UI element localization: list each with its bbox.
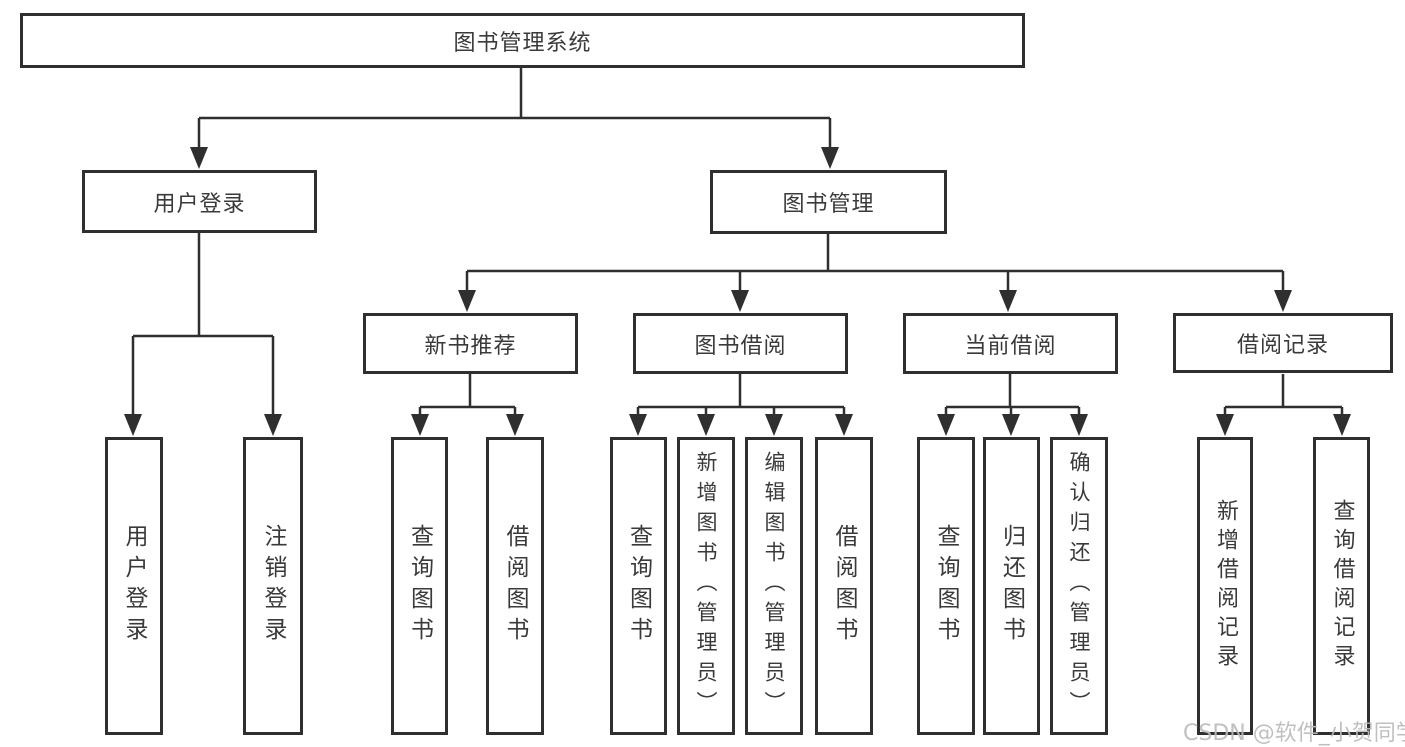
node-label: 图书借阅: [694, 333, 787, 359]
node-library-management-system: 图书管理系统: [20, 13, 1025, 68]
node-label: 用户登录: [153, 191, 246, 217]
csdn-watermark: CSDN @软件_小贺同学: [1183, 721, 1405, 746]
node-label: 用户登录: [121, 524, 147, 648]
leaf-borrow-borrow-books: 借阅图书: [815, 437, 873, 735]
leaf-add-borrow-record: 新增借阅记录: [1197, 437, 1253, 735]
node-label: 查询借阅记录: [1329, 499, 1355, 673]
leaf-current-confirm-return-admin: 确认归还（管理员）: [1050, 437, 1108, 735]
leaf-rec-query-books: 查询图书: [391, 437, 448, 735]
node-label: 图书管理系统: [453, 30, 592, 56]
node-label: 图书管理: [782, 192, 875, 217]
node-label: 查询图书: [625, 524, 652, 648]
arrowheads: [124, 147, 1351, 436]
leaf-borrow-edit-books-admin: 编辑图书（管理员）: [745, 437, 803, 735]
node-label: 借阅图书: [502, 524, 528, 648]
node-book-management: 图书管理: [710, 170, 947, 234]
node-label: 确认归还（管理员）: [1067, 451, 1091, 721]
leaf-borrow-query-books: 查询图书: [610, 437, 667, 735]
leaf-rec-borrow-books: 借阅图书: [486, 437, 544, 735]
node-label: 查询图书: [406, 524, 433, 648]
node-label: 新书推荐: [424, 333, 517, 359]
leaf-user-login: 用户登录: [105, 437, 163, 735]
leaf-borrow-add-books-admin: 新增图书（管理员）: [677, 437, 735, 735]
node-borrowing-records: 借阅记录: [1173, 313, 1393, 373]
node-label: 归还图书: [998, 524, 1025, 648]
leaf-current-query-books: 查询图书: [917, 437, 975, 735]
node-label: 新增图书（管理员）: [694, 451, 718, 721]
node-label: 新增借阅记录: [1213, 499, 1238, 673]
leaf-logout: 注销登录: [243, 437, 303, 735]
leaf-current-return-books: 归还图书: [983, 437, 1040, 735]
node-label: 借阅记录: [1236, 333, 1329, 358]
node-book-borrowing: 图书借阅: [633, 313, 848, 374]
node-user-login: 用户登录: [82, 170, 317, 233]
node-new-book-recommendation: 新书推荐: [363, 313, 578, 374]
node-label: 编辑图书（管理员）: [762, 451, 786, 721]
node-current-borrowing: 当前借阅: [903, 313, 1118, 374]
node-label: 当前借阅: [964, 333, 1057, 359]
node-label: 借阅图书: [831, 524, 857, 648]
leaf-query-borrow-record: 查询借阅记录: [1313, 437, 1370, 735]
node-label: 查询图书: [933, 524, 959, 648]
node-label: 注销登录: [260, 524, 286, 648]
